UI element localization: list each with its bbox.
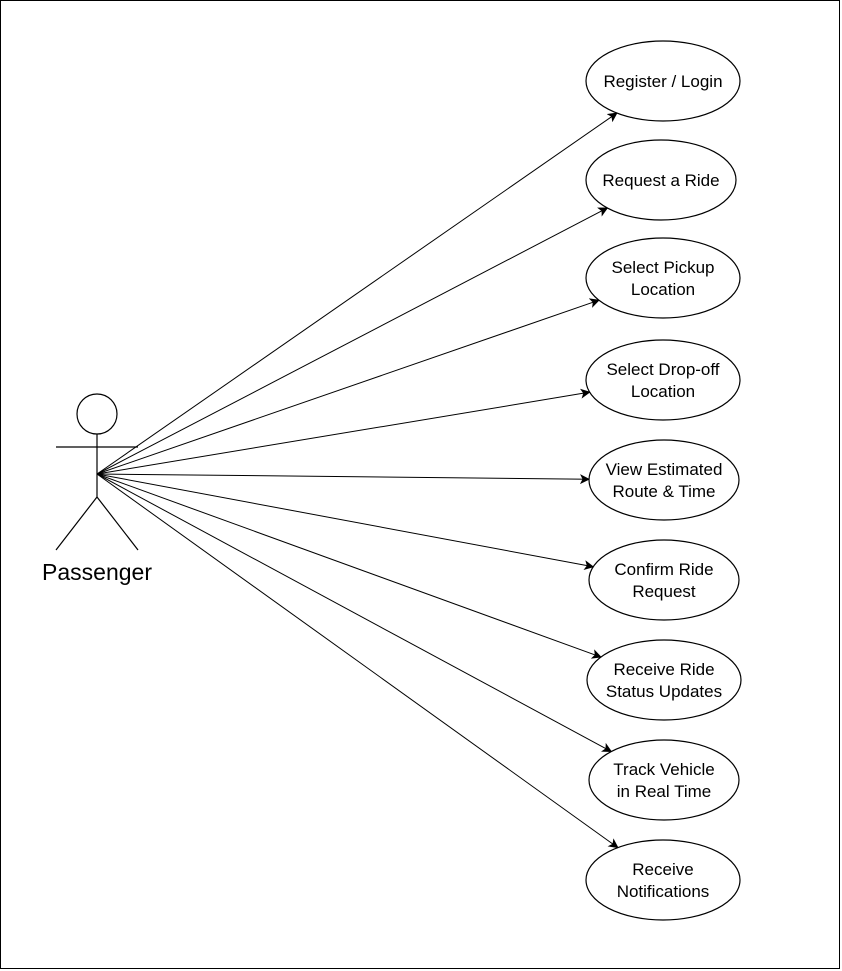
association-receive-status (96, 473, 602, 659)
association-select-dropoff (96, 388, 591, 475)
use-case-label: Notifications (617, 882, 710, 901)
actor-head (76, 393, 118, 435)
use-case-ellipse (585, 339, 741, 421)
actor-right-leg (96, 496, 139, 551)
use-case-register-login[interactable]: Register / Login (585, 40, 741, 122)
use-case-ellipse (585, 839, 741, 921)
use-case-ellipse (588, 439, 740, 521)
use-case-label: Location (631, 280, 695, 299)
use-case-label: Confirm Ride (614, 560, 713, 579)
association-confirm-ride (96, 473, 595, 571)
use-case-label: View Estimated (606, 460, 723, 479)
use-case-ellipse (585, 139, 737, 221)
use-case-track-vehicle[interactable]: Track Vehicle in Real Time (588, 739, 740, 821)
use-case-ellipse (588, 539, 740, 621)
use-case-label: Receive (632, 860, 693, 879)
association-view-route (96, 473, 591, 485)
actor-label: Passenger (42, 559, 152, 585)
actor-stick-figure[interactable] (55, 393, 139, 551)
use-case-label: Select Pickup (612, 258, 715, 277)
use-case-ellipse (585, 237, 741, 319)
use-case-label: Receive Ride (613, 660, 714, 679)
actor-left-leg (55, 496, 98, 551)
association-request-ride (96, 207, 609, 475)
use-case-label: Status Updates (606, 682, 722, 701)
use-case-label: Request (632, 582, 696, 601)
use-case-label: Track Vehicle (613, 760, 714, 779)
use-case-label: Register / Login (603, 72, 722, 91)
use-case-label: Request a Ride (602, 171, 719, 190)
use-case-ellipse (586, 639, 742, 721)
use-case-label: Select Drop-off (606, 360, 719, 379)
use-case-ellipse (585, 40, 741, 122)
association-receive-notifications (96, 473, 619, 849)
use-case-label: in Real Time (617, 782, 711, 801)
association-track-vehicle (96, 473, 613, 753)
association-select-pickup (96, 298, 600, 475)
use-case-label: Route & Time (613, 482, 716, 501)
association-register-login (96, 112, 618, 475)
association-edges (96, 112, 619, 849)
use-case-ellipse (588, 739, 740, 821)
use-case-request-ride[interactable]: Request a Ride (585, 139, 737, 221)
use-case-label: Location (631, 382, 695, 401)
